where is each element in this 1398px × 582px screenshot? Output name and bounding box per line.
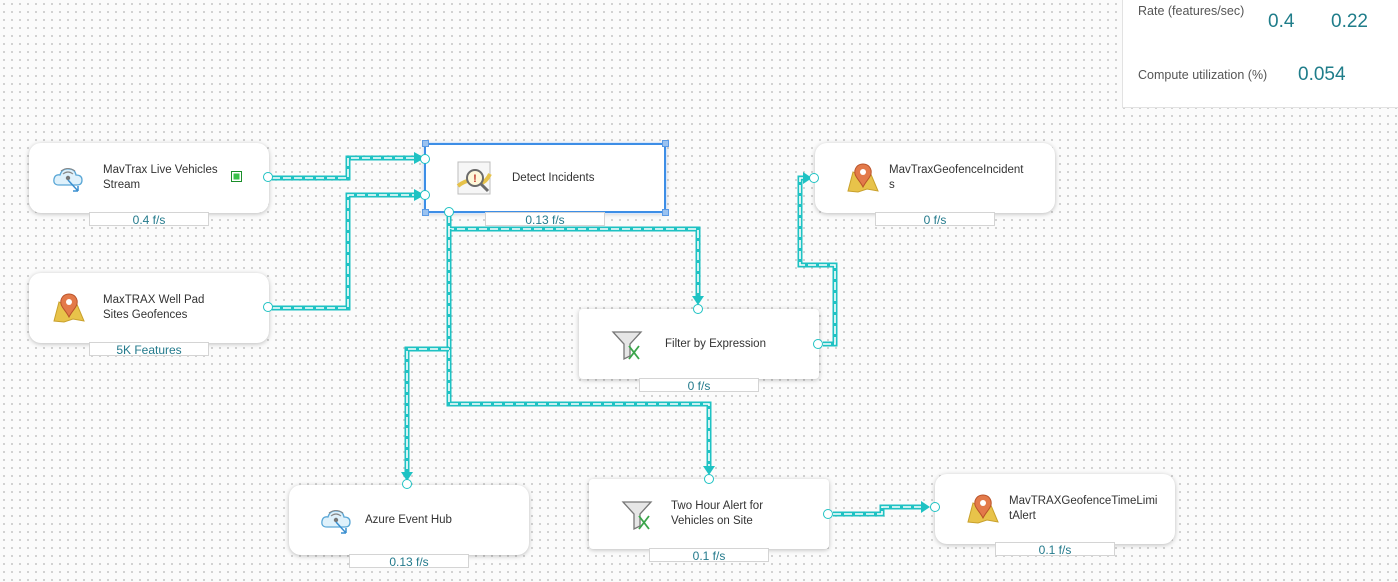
node-title: MaxTRAX Well Pad Sites Geofences	[103, 294, 205, 321]
rate-badge: 0.1 f/s	[649, 548, 769, 563]
compute-utilization-label: Compute utilization (%)	[1138, 68, 1268, 82]
node-azure-event-hub[interactable]: Azure Event Hub	[289, 485, 529, 555]
rate-badge: 5K Features	[89, 342, 209, 357]
resize-handle[interactable]	[422, 209, 429, 216]
node-title: MavTrax Live Vehicles Stream	[103, 164, 218, 191]
filter-funnel-icon	[619, 496, 655, 532]
rate-label: Rate (features/sec)	[1138, 4, 1245, 18]
node-title: Filter by Expression	[665, 337, 766, 350]
rate-badge: 0 f/s	[875, 212, 995, 227]
wire-live-to-detect[interactable]	[272, 155, 417, 181]
wire-twohour-to-timelimit[interactable]	[833, 504, 926, 517]
wire-detect-to-azure[interactable]	[404, 346, 449, 477]
input-port[interactable]	[930, 502, 940, 512]
resize-handle[interactable]	[662, 140, 669, 147]
wire-wellpad-to-detect[interactable]	[272, 192, 417, 311]
input-port[interactable]	[693, 304, 703, 314]
node-two-hour-alert[interactable]: Two Hour Alert for Vehicles on Site	[589, 479, 829, 549]
node-detect-incidents[interactable]: ! Detect Incidents	[424, 143, 666, 213]
running-status-indicator	[231, 171, 242, 182]
svg-text:!: !	[473, 173, 477, 185]
input-port[interactable]	[420, 190, 430, 200]
map-pin-icon	[51, 290, 87, 326]
map-pin-icon	[965, 491, 1001, 527]
resize-handle[interactable]	[422, 140, 429, 147]
node-title: MavTRAXGeofenceTimeLimitAlert	[1009, 495, 1158, 522]
rate-badge: 0.13 f/s	[485, 212, 605, 227]
cloud-stream-icon	[319, 502, 355, 538]
input-port[interactable]	[704, 474, 714, 484]
rate-out-value: 0.22	[1331, 11, 1368, 32]
output-port[interactable]	[263, 302, 273, 312]
input-port[interactable]	[402, 479, 412, 489]
node-title: MavTraxGeofenceIncidents	[889, 164, 1024, 191]
input-port[interactable]	[809, 173, 819, 183]
rate-badge: 0 f/s	[639, 378, 759, 393]
resize-handle[interactable]	[662, 209, 669, 216]
output-port[interactable]	[444, 207, 454, 217]
rate-badge: 0.4 f/s	[89, 212, 209, 227]
map-pin-icon	[845, 160, 881, 196]
input-port[interactable]	[420, 154, 430, 164]
filter-funnel-icon	[609, 326, 645, 362]
node-geofence-incidents[interactable]: MavTraxGeofenceIncidents	[815, 143, 1055, 213]
wire-detect-to-filter[interactable]	[446, 215, 701, 300]
compute-utilization-value: 0.054	[1298, 64, 1346, 85]
node-filter-by-expression[interactable]: Filter by Expression	[579, 309, 819, 379]
arrow-head	[921, 501, 930, 513]
detect-incidents-icon: !	[456, 160, 492, 196]
output-port[interactable]	[263, 172, 273, 182]
node-well-pad-sites-geofences[interactable]: MaxTRAX Well Pad Sites Geofences	[29, 273, 269, 343]
cloud-stream-icon	[51, 160, 87, 196]
rate-in-value: 0.4	[1268, 11, 1295, 32]
output-port[interactable]	[813, 339, 823, 349]
node-geofence-time-limit-alert[interactable]: MavTRAXGeofenceTimeLimitAlert	[935, 474, 1175, 544]
rate-badge: 0.1 f/s	[995, 542, 1115, 557]
node-title: Two Hour Alert for Vehicles on Site	[671, 500, 764, 527]
rate-badge: 0.13 f/s	[349, 554, 469, 569]
metrics-panel: Rate (features/sec) 0.4 0.22 Compute uti…	[1122, 0, 1398, 108]
node-title: Detect Incidents	[512, 171, 595, 184]
node-title: Azure Event Hub	[365, 513, 452, 526]
node-mavtrax-live-vehicles-stream[interactable]: MavTrax Live Vehicles Stream	[29, 143, 269, 213]
output-port[interactable]	[823, 509, 833, 519]
